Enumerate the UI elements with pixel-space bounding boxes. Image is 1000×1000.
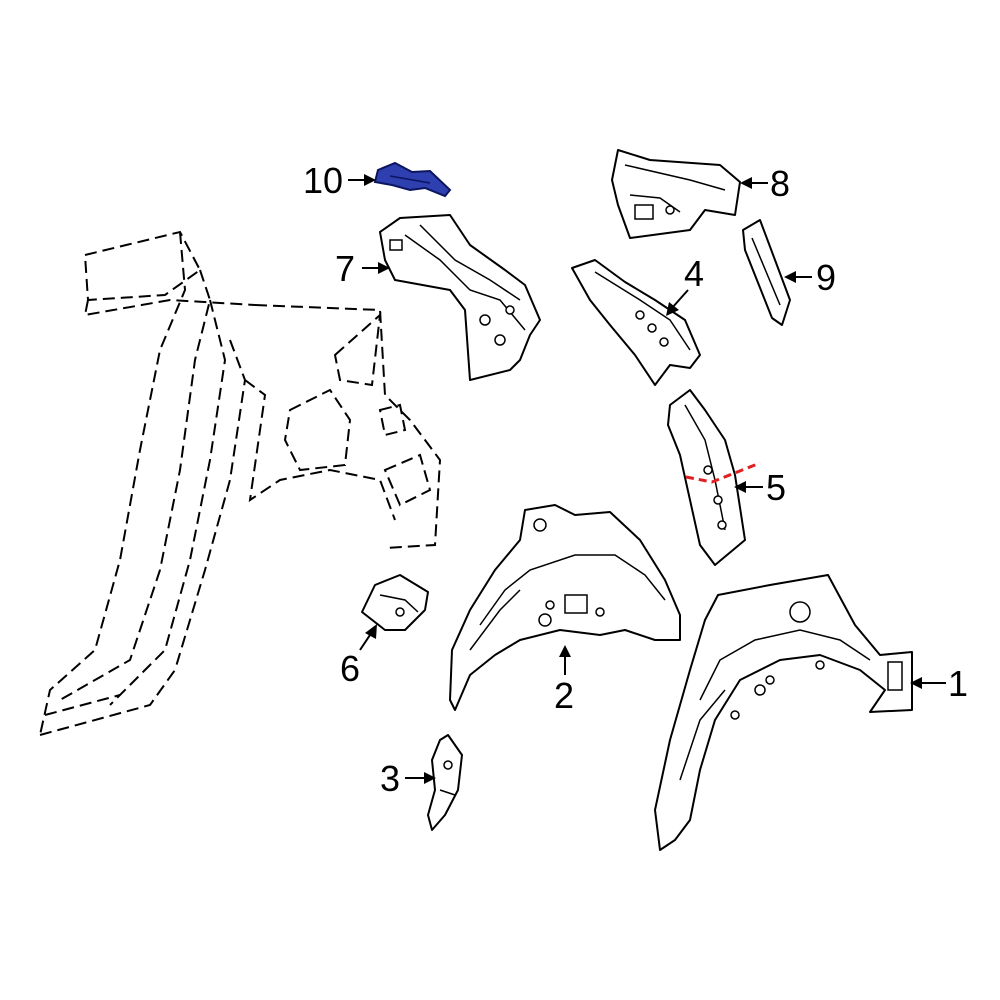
part-3-lower-bracket bbox=[427, 734, 463, 831]
quarter-panel-outline bbox=[39, 230, 442, 736]
callout-5: 5 bbox=[766, 467, 786, 508]
callout-8: 8 bbox=[770, 163, 790, 204]
part-6-small-bracket bbox=[361, 574, 429, 631]
part-7-inner-pillar-upper bbox=[379, 214, 541, 381]
callout-6: 6 bbox=[340, 648, 360, 689]
callout-3: 3 bbox=[380, 758, 400, 799]
part-9-strip-bracket bbox=[742, 219, 791, 326]
part-5-pillar-lower bbox=[667, 389, 761, 566]
part-1-wheelhouse-outer bbox=[654, 574, 913, 851]
callout-2: 2 bbox=[554, 675, 574, 716]
part-10-bracket-highlighted bbox=[373, 161, 452, 198]
callout-4: 4 bbox=[684, 253, 704, 294]
callout-7: 7 bbox=[335, 248, 355, 289]
callout-9: 9 bbox=[816, 257, 836, 298]
callout-10: 10 bbox=[303, 160, 343, 201]
part-4-pillar-reinforcement bbox=[571, 259, 701, 386]
callout-1: 1 bbox=[948, 663, 968, 704]
part-8-upper-bracket bbox=[611, 149, 741, 239]
part-2-wheelhouse-inner bbox=[449, 504, 681, 711]
callout-arrows bbox=[348, 174, 946, 784]
